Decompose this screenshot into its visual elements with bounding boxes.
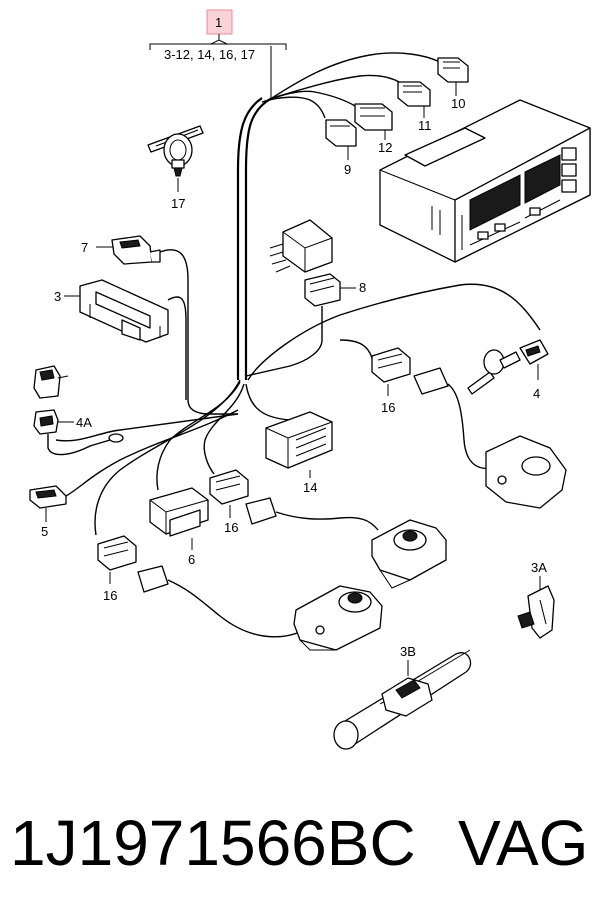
- connector-14: 14: [265, 411, 333, 495]
- callout-4: 4: [533, 386, 540, 401]
- callout-3: 3: [54, 289, 61, 304]
- connector-4a: 4A: [33, 365, 239, 456]
- panel-3: 3: [54, 279, 187, 400]
- main-callout-includes: 3-12, 14, 16, 17: [164, 47, 255, 62]
- main-callout-number: 1: [215, 15, 222, 30]
- connector-7: 7: [81, 235, 238, 415]
- temp-sender-actuator: [413, 367, 567, 509]
- connector-11: 11: [397, 81, 432, 133]
- connector-12: 12: [354, 103, 393, 155]
- cable-tie-17: 17: [147, 125, 204, 211]
- connector-16-center: 16: [209, 469, 249, 535]
- bracket-3a: 3A: [517, 560, 555, 639]
- connector-6: 6: [149, 487, 209, 567]
- callout-7: 7: [81, 240, 88, 255]
- callout-14: 14: [303, 480, 317, 495]
- harness-branches-lower: [94, 283, 541, 536]
- callout-16b: 16: [224, 520, 238, 535]
- callout-6: 6: [188, 552, 195, 567]
- callout-12: 12: [378, 140, 392, 155]
- callout-17: 17: [171, 196, 185, 211]
- brand-name: VAG: [458, 807, 589, 879]
- callout-10: 10: [451, 96, 465, 111]
- climate-control-unit: [379, 99, 591, 263]
- connector-5: 5: [29, 409, 239, 539]
- relay-8: 8: [245, 219, 366, 377]
- callout-11: 11: [418, 118, 432, 133]
- sensor-4: 4: [467, 339, 549, 401]
- connector-9: 9: [325, 119, 357, 177]
- callout-3b: 3B: [400, 644, 416, 659]
- part-number: 1J1971566BC: [10, 807, 416, 879]
- harness-trunk: [236, 52, 441, 380]
- connector-10: 10: [437, 57, 469, 111]
- callout-9: 9: [344, 162, 351, 177]
- callout-3a: 3A: [531, 560, 547, 575]
- callout-16a: 16: [103, 588, 117, 603]
- callout-5: 5: [41, 524, 48, 539]
- callout-16c: 16: [381, 400, 395, 415]
- connector-16-left: 16: [97, 535, 137, 603]
- actuator-lower: [137, 565, 383, 651]
- duct-3b: 3B: [333, 644, 472, 750]
- main-callout: 1 3-12, 14, 16, 17: [149, 9, 287, 98]
- callout-4a: 4A: [76, 415, 92, 430]
- connector-16-right: 16: [339, 339, 411, 415]
- wiring-harness-diagram: 1 3-12, 14, 16, 17 10: [29, 9, 591, 750]
- callout-8: 8: [359, 280, 366, 295]
- actuator-middle: [245, 497, 447, 589]
